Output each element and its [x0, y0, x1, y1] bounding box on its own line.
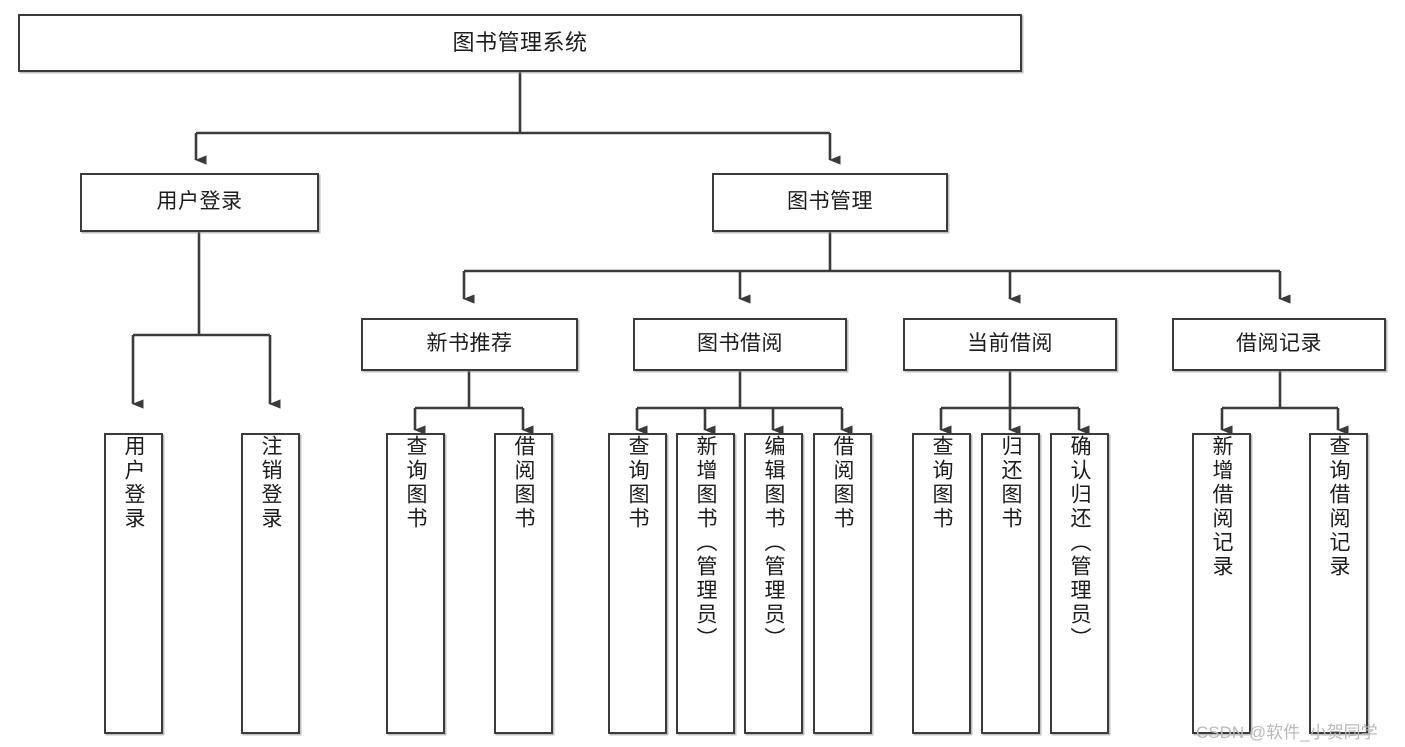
leaf-current-query-books[interactable]: 查询图书	[912, 433, 971, 734]
node-book-borrowing[interactable]: 图书借阅	[633, 318, 847, 371]
node-label: 图书管理	[787, 190, 873, 214]
node-label: 确认归还（管理员）	[1068, 435, 1091, 651]
leaf-borrow-add-book-admin[interactable]: 新增图书（管理员）	[676, 433, 735, 734]
node-label: 用户登录	[156, 190, 243, 214]
node-label: 编辑图书（管理员）	[762, 435, 785, 651]
node-root-book-management-system[interactable]: 图书管理系统	[18, 14, 1022, 72]
leaf-borrow-query-books[interactable]: 查询图书	[608, 433, 667, 734]
node-label: 借阅图书	[512, 435, 535, 531]
leaf-records-query-record[interactable]: 查询借阅记录	[1309, 433, 1368, 734]
csdn-watermark: CSDN @软件_小贺同学	[1196, 723, 1378, 742]
node-label: 新增借阅记录	[1210, 435, 1233, 579]
node-book-management[interactable]: 图书管理	[712, 173, 948, 232]
node-label: 新增图书（管理员）	[694, 435, 717, 651]
node-label: 查询借阅记录	[1327, 435, 1350, 579]
leaf-records-add-record[interactable]: 新增借阅记录	[1192, 433, 1251, 734]
node-label: 注销登录	[259, 435, 282, 531]
node-label: 图书管理系统	[452, 30, 588, 56]
leaf-current-return-books[interactable]: 归还图书	[981, 433, 1040, 734]
leaf-borrow-edit-book-admin[interactable]: 编辑图书（管理员）	[744, 433, 803, 734]
leaf-new-book-borrow-books[interactable]: 借阅图书	[494, 433, 553, 734]
node-label: 借阅图书	[831, 435, 854, 531]
node-label: 查询图书	[404, 435, 427, 531]
node-label: 图书借阅	[697, 332, 783, 356]
leaf-user-login-login[interactable]: 用户登录	[104, 433, 163, 734]
leaf-borrow-borrow-books[interactable]: 借阅图书	[813, 433, 872, 734]
leaf-current-confirm-return-admin[interactable]: 确认归还（管理员）	[1050, 433, 1109, 734]
node-label: 新书推荐	[426, 332, 513, 356]
node-label: 查询图书	[626, 435, 649, 531]
node-user-login[interactable]: 用户登录	[80, 173, 319, 232]
leaf-new-book-query-books[interactable]: 查询图书	[386, 433, 445, 734]
node-label: 查询图书	[930, 435, 953, 531]
node-label: 借阅记录	[1236, 332, 1322, 356]
node-current-borrowing[interactable]: 当前借阅	[903, 318, 1117, 371]
leaf-user-login-logout[interactable]: 注销登录	[241, 433, 300, 734]
node-borrowing-records[interactable]: 借阅记录	[1172, 318, 1386, 371]
node-label: 归还图书	[999, 435, 1022, 531]
node-new-book-recommendation[interactable]: 新书推荐	[361, 318, 578, 371]
node-label: 用户登录	[122, 435, 145, 531]
node-label: 当前借阅	[967, 332, 1053, 356]
